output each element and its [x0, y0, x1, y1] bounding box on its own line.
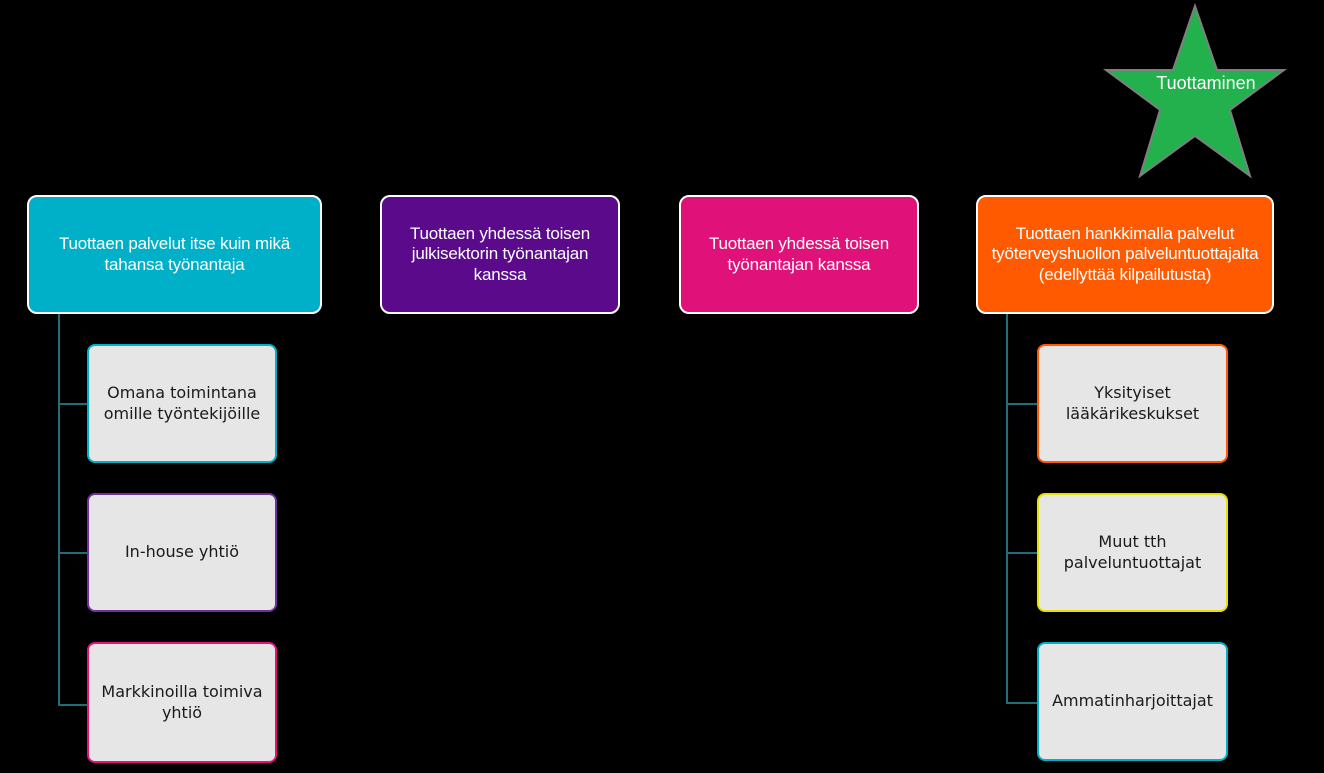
child-box-other-providers: Muut tth palveluntuottajat	[1037, 493, 1228, 612]
child-box-own-operation-label: Omana toimintana omille työntekijöille	[103, 382, 261, 423]
child-box-practitioners-label: Ammatinharjoittajat	[1052, 691, 1213, 711]
child-box-private-clinics: Yksityiset lääkärikeskukset	[1037, 344, 1228, 463]
connector-line-right-1	[1006, 403, 1038, 405]
star-label: Tuottaminen	[1156, 73, 1256, 93]
top-box-self: Tuottaen palvelut itse kuin mikä tahansa…	[27, 195, 322, 314]
star-icon	[1102, 2, 1288, 179]
child-box-in-house: In-house yhtiö	[87, 493, 277, 612]
star-polygon	[1102, 2, 1288, 179]
child-box-in-house-label: In-house yhtiö	[124, 542, 240, 562]
child-box-market-company-label: Markkinoilla toimiva yhtiö	[101, 681, 263, 722]
connector-line-left-3	[58, 704, 88, 706]
top-box-procurement-label: Tuottaen hankkimalla palvelut työterveys…	[991, 223, 1259, 284]
child-box-other-providers-label: Muut tth palveluntuottajat	[1063, 531, 1202, 572]
connector-line-right-3	[1006, 702, 1038, 704]
top-box-procurement: Tuottaen hankkimalla palvelut työterveys…	[976, 195, 1274, 314]
top-box-other-employer-label: Tuottaen yhdessä toisen työnantajan kans…	[708, 234, 889, 274]
top-box-public-sector-label: Tuottaen yhdessä toisen julkisektorin ty…	[409, 223, 590, 284]
child-box-market-company: Markkinoilla toimiva yhtiö	[87, 642, 277, 763]
top-box-other-employer: Tuottaen yhdessä toisen työnantajan kans…	[679, 195, 919, 314]
star-shape	[1102, 2, 1288, 180]
child-box-own-operation: Omana toimintana omille työntekijöille	[87, 344, 277, 463]
connector-line-left-2	[58, 552, 88, 554]
connector-line-right-vertical	[1006, 314, 1008, 704]
top-box-self-label: Tuottaen palvelut itse kuin mikä tahansa…	[58, 234, 291, 274]
child-box-private-clinics-label: Yksityiset lääkärikeskukset	[1065, 382, 1200, 423]
child-box-practitioners: Ammatinharjoittajat	[1037, 642, 1228, 761]
connector-line-left-vertical	[58, 314, 60, 706]
connector-line-left-1	[58, 403, 88, 405]
connector-line-right-2	[1006, 552, 1038, 554]
top-box-public-sector: Tuottaen yhdessä toisen julkisektorin ty…	[380, 195, 620, 314]
